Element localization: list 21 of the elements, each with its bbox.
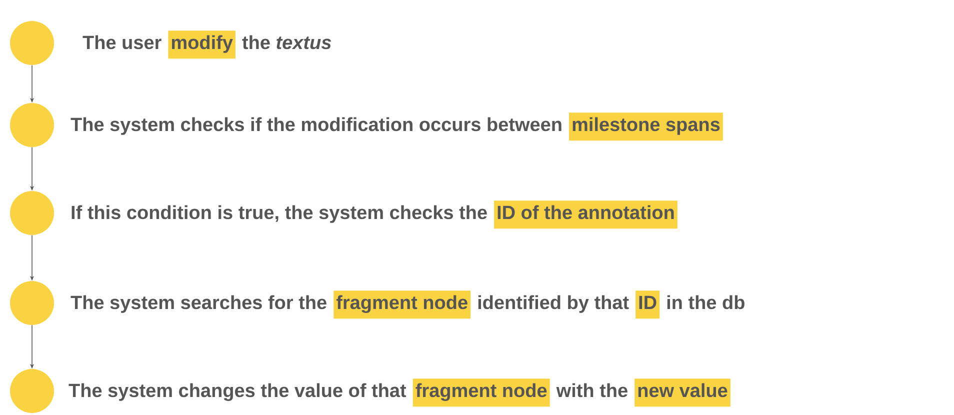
highlighted-term: new value	[634, 378, 730, 407]
highlighted-term: fragment node	[334, 290, 471, 319]
highlighted-term: ID of the annotation	[494, 200, 678, 229]
step-text: identified by that	[478, 295, 629, 313]
highlighted-term: modify	[168, 30, 236, 59]
step-text: with the	[556, 383, 628, 398]
step-text: the textus	[242, 35, 332, 50]
step-text: The system checks if the modification occurs between	[70, 117, 562, 135]
step-circle	[10, 368, 54, 413]
highlighted-term: fragment node	[412, 378, 550, 407]
step-text: The user	[82, 35, 162, 50]
step-text: The system searches for the	[70, 295, 326, 313]
step-text: in the db	[667, 295, 744, 310]
highlighted-term: ID	[636, 290, 660, 319]
step-circle	[10, 191, 54, 235]
step-text: If this condition is true, the system checks the	[72, 205, 487, 223]
highlighted-term: milestone spans	[569, 112, 723, 141]
step-circle	[10, 21, 54, 65]
step-text: The system changes the value of that	[68, 383, 406, 402]
step-circle	[10, 103, 54, 147]
step-circle	[10, 281, 54, 325]
